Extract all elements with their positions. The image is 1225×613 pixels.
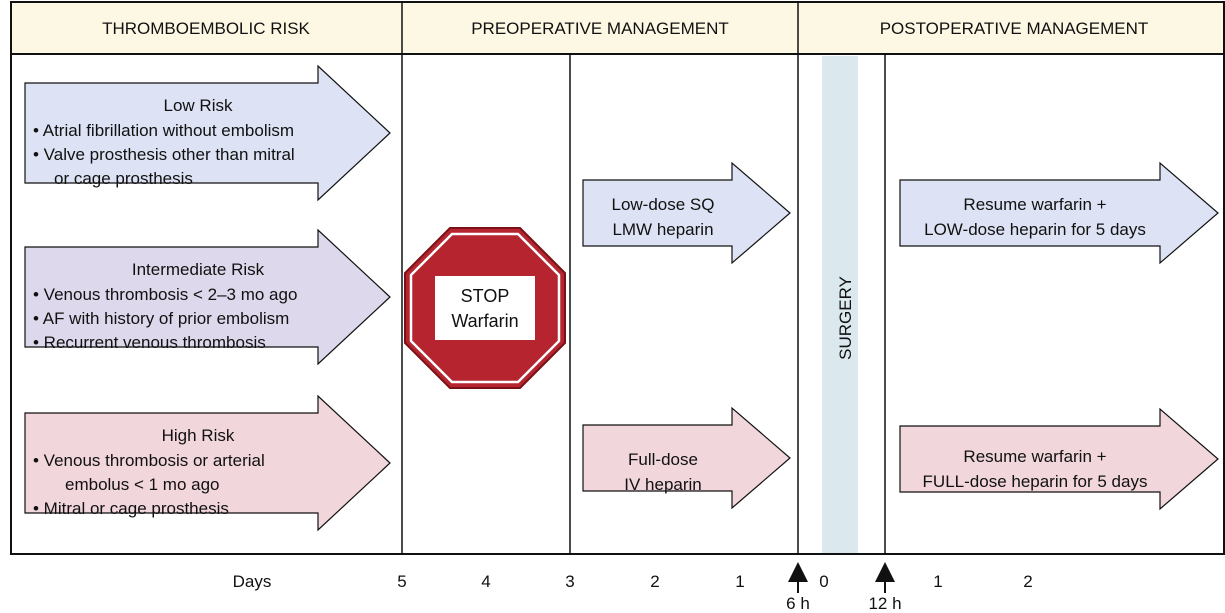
header-risk: THROMBOEMBOLIC RISK [102,19,310,38]
day-tick: 4 [481,572,490,591]
timeline-label: Days [233,572,272,591]
preop-arrow-full-dose: Full-dose IV heparin [582,406,791,510]
risk-bullet: • Valve prosthesis other than mitral [33,145,295,164]
postop-arrow-full-dose: Resume warfarin + FULL-dose heparin for … [899,407,1219,511]
action-text: IV heparin [624,475,702,494]
day-tick: 0 [819,572,828,591]
action-text: Full-dose [628,450,698,469]
hour-marker: 12 h [868,594,901,613]
day-tick: 1 [735,572,744,591]
main-panel [10,53,1225,555]
risk-bullet: • Atrial fibrillation without embolism [33,121,294,140]
day-tick: 1 [933,572,942,591]
surgery-band [822,56,858,553]
hour-marker: 6 h [786,594,810,613]
action-text: LOW-dose heparin for 5 days [924,220,1146,239]
stop-sign-text: STOP [461,286,510,306]
postop-arrow-low-dose: Resume warfarin + LOW-dose heparin for 5… [899,161,1219,265]
risk-arrow-low: Low Risk • Atrial fibrillation without e… [24,64,391,202]
day-tick: 2 [1023,572,1032,591]
surgery-label: SURGERY [836,276,855,360]
day-tick: 2 [650,572,659,591]
stop-sign-icon: STOP Warfarin [404,227,566,389]
risk-title: Low Risk [164,96,233,115]
risk-arrow-intermediate: Intermediate Risk • Venous thrombosis < … [24,228,391,366]
header-preop: PREOPERATIVE MANAGEMENT [471,19,729,38]
action-text: Resume warfarin + [963,447,1106,466]
risk-title: High Risk [162,426,235,445]
risk-bullet: • Mitral or cage prosthesis [33,499,229,518]
risk-bullet: • AF with history of prior embolism [33,309,289,328]
risk-arrow-high: High Risk • Venous thrombosis or arteria… [24,394,391,532]
risk-title: Intermediate Risk [132,260,265,279]
risk-bullet-continuation: or cage prosthesis [54,169,193,188]
stop-sign-text: Warfarin [451,311,518,331]
risk-bullet-continuation: embolus < 1 mo ago [65,475,220,494]
risk-bullet: • Venous thrombosis < 2–3 mo ago [33,285,297,304]
risk-bullet: • Venous thrombosis or arterial [33,451,265,470]
header-row [10,1,1225,55]
preop-arrow-low-dose: Low-dose SQ LMW heparin [582,161,791,265]
action-text: FULL-dose heparin for 5 days [923,472,1148,491]
day-tick: 5 [397,572,406,591]
action-text: LMW heparin [612,220,713,239]
risk-bullet: • Recurrent venous thrombosis [33,333,266,352]
header-postop: POSTOPERATIVE MANAGEMENT [880,19,1149,38]
action-text: Resume warfarin + [963,195,1106,214]
action-text: Low-dose SQ [612,195,715,214]
day-tick: 3 [565,572,574,591]
